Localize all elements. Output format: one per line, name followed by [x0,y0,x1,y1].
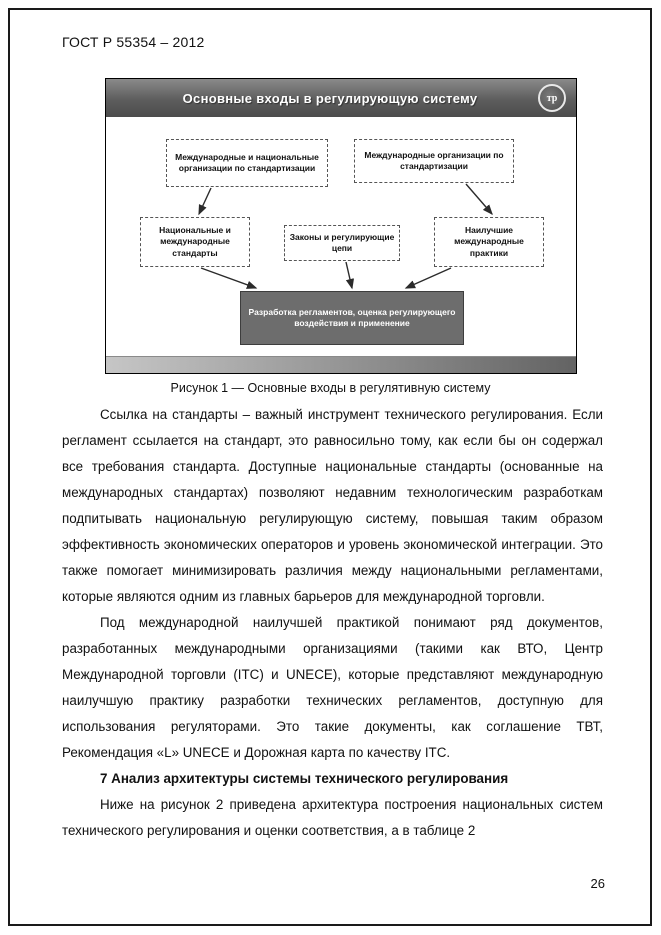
arrow-practices-to-bottom [404,267,452,289]
document-header: ГОСТ Р 55354 – 2012 [62,34,205,50]
paragraph-architecture-intro: Ниже на рисунок 2 приведена архитектура … [62,797,603,838]
paragraph-best-practice: Под международной наилучшей практикой по… [62,615,603,760]
figure-box-best-practices: Наилучшие международные практики [434,217,544,267]
arrow-laws-to-bottom [345,261,355,290]
figure-caption: Рисунок 1 — Основные входы в регулятивну… [170,381,491,395]
section-heading-7: 7 Анализ архитектуры системы техническог… [100,771,509,786]
figure-box-laws: Законы и регулирующие цепи [284,225,400,261]
body-text-block: Ссылка на стандарты – важный инструмент … [62,402,603,844]
figure-box-international-orgs: Международные организации по стандартиза… [354,139,514,183]
slide-bottom-bar [106,356,576,373]
figure-slide-title: Основные входы в регулирующую систему [182,90,478,106]
arrow-topleft-to-standards [198,187,212,216]
figure-titlebar: Основные входы в регулирующую систему [106,79,576,117]
slide-logo-icon: тр [538,84,566,112]
figure-box-international-national-orgs: Международные и национальные организации… [166,139,328,187]
arrow-topright-to-practices [465,183,493,216]
page-number: 26 [590,876,605,891]
figure-1-image: Основные входы в регулирующую систему тр… [105,78,577,374]
figure-box-regulation-development: Разработка регламентов, оценка регулирую… [240,291,464,345]
arrow-standards-to-bottom [200,267,258,289]
paragraph-standards-reference: Ссылка на стандарты – важный инструмент … [62,407,603,604]
figure-box-standards: Национальные и международные стандарты [140,217,250,267]
